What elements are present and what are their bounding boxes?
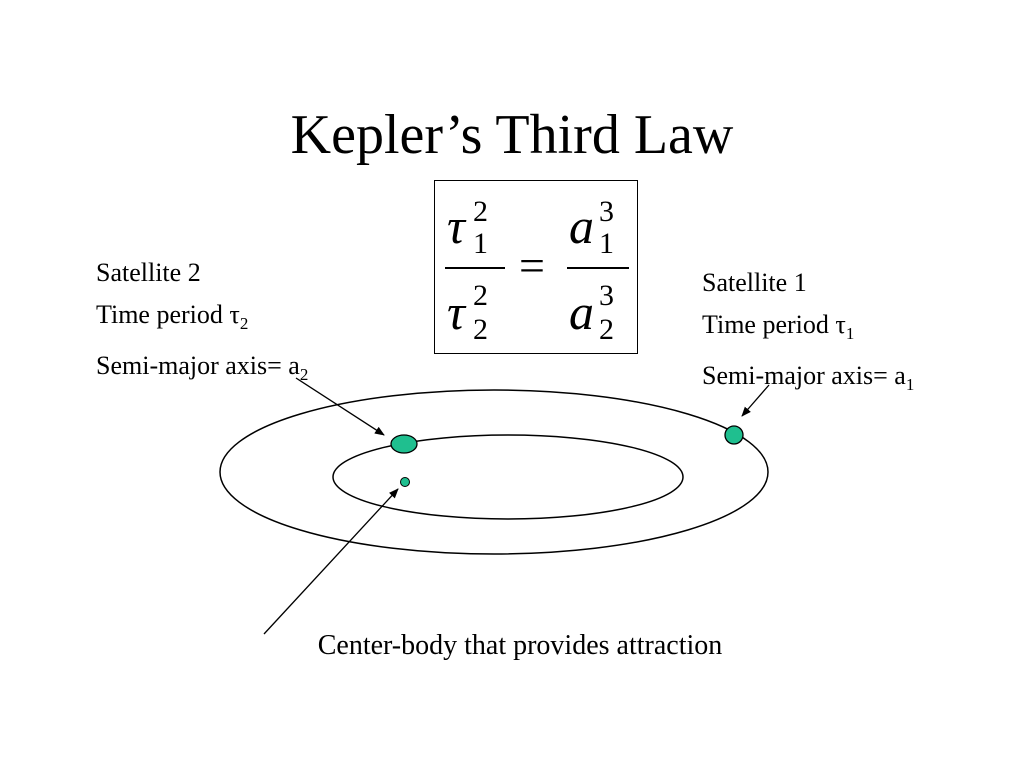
formula-exp-bottom-left: 2: [473, 279, 488, 312]
formula-a-bottom: a: [569, 284, 594, 340]
formula-a-top: a: [569, 198, 594, 254]
formula-exp-top-left: 2: [473, 195, 488, 228]
formula-sub-top-left: 1: [473, 227, 488, 260]
kepler-formula: τ 2 1 τ 2 2 = a 3 1 a 3 2: [434, 180, 638, 354]
satellite-2-period: Time period τ2: [96, 300, 249, 333]
formula-equals: =: [519, 240, 545, 291]
satellite-1-arrow: [741, 384, 770, 417]
satellite-2-name: Satellite 2: [96, 258, 201, 287]
satellite-1-name: Satellite 1: [702, 268, 807, 297]
formula-tau-top: τ: [447, 198, 465, 254]
satellite-1-label: Satellite 1 Time period τ1 Semi-major ax…: [702, 262, 914, 406]
satellite-1-period: Time period τ1: [702, 310, 855, 343]
satellite-2-label: Satellite 2 Time period τ2 Semi-major ax…: [96, 252, 308, 396]
satellite-2-arrow: [295, 377, 385, 436]
formula-sub-top-right: 1: [599, 227, 614, 260]
center-body-arrow: [263, 488, 399, 635]
center-body: [400, 477, 410, 487]
fraction-bar-right: [567, 267, 629, 269]
formula-tau-bottom: τ: [447, 284, 465, 340]
satellite-1: [724, 425, 744, 445]
satellite-1-axis: Semi-major axis= a1: [702, 361, 915, 394]
formula-exp-bottom-right: 3: [599, 279, 614, 312]
outer-orbit: [219, 389, 769, 555]
satellite-2: [390, 434, 418, 454]
satellite-2-axis: Semi-major axis= a2: [96, 351, 309, 384]
formula-sub-bottom-left: 2: [473, 313, 488, 346]
inner-orbit: [332, 434, 684, 520]
fraction-bar-left: [445, 267, 505, 269]
formula-exp-top-right: 3: [599, 195, 614, 228]
formula-sub-bottom-right: 2: [599, 313, 614, 346]
slide-title: Kepler’s Third Law: [290, 104, 734, 166]
center-body-caption: Center-body that provides attraction: [317, 630, 723, 661]
